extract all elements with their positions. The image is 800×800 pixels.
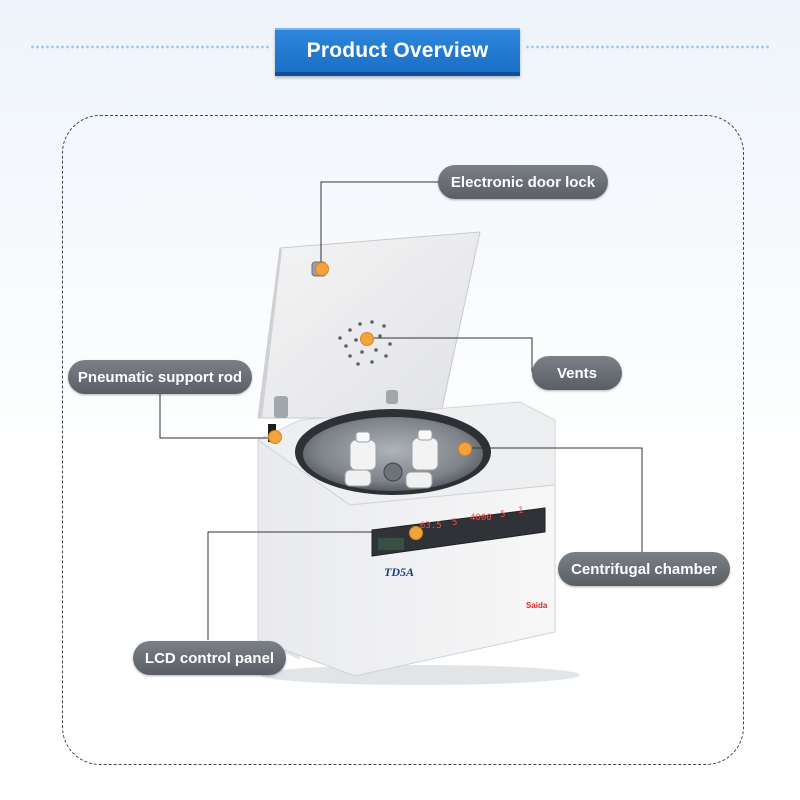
label-electronic-door-lock: Electronic door lock [438, 165, 608, 199]
display-value: 5 [452, 518, 458, 528]
hinge-left [274, 396, 288, 418]
callout-dot-support-rod [268, 430, 282, 444]
display-small: 1 [518, 506, 524, 516]
model-name: TD5A [384, 565, 414, 579]
rotor-buckets [344, 429, 439, 489]
display-time: 5 [500, 510, 506, 520]
callout-dot-chamber [458, 442, 472, 456]
page-title: Product Overview [275, 28, 520, 76]
label-vents: Vents [532, 356, 622, 390]
lid-edge [258, 248, 282, 418]
product-frame [62, 115, 744, 765]
control-panel [371, 507, 546, 557]
vent-holes [338, 320, 392, 366]
body-front [257, 439, 556, 677]
hinge-right [386, 390, 398, 404]
callout-dot-door-lock [315, 262, 329, 276]
callout-dot-control-panel [409, 526, 423, 540]
display-speed: 4000 [470, 513, 492, 523]
callout-dot-vents [360, 332, 374, 346]
header-dotted-line-right [525, 45, 770, 49]
label-lcd-control-panel: LCD control panel [133, 641, 286, 675]
display-temp: 63.5 [420, 521, 442, 531]
panel-indicator-grid [378, 538, 404, 550]
header-dotted-line-left [30, 45, 270, 49]
label-pneumatic-support-rod: Pneumatic support rod [68, 360, 252, 394]
label-centrifugal-chamber: Centrifugal chamber [558, 552, 730, 586]
brand-logo: Saida [526, 601, 548, 610]
